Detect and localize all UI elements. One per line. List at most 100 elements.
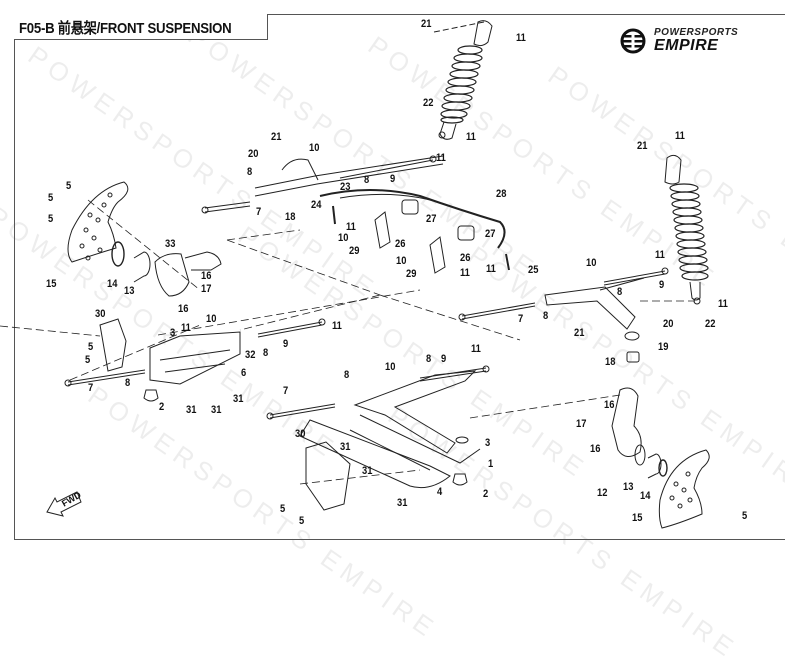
callout-15: 15 [632,512,643,524]
shock-absorber-rear-left [438,20,493,140]
callout-16: 16 [201,270,212,282]
callout-1: 1 [488,458,494,470]
callout-8: 8 [247,166,253,178]
callout-13: 13 [124,285,135,297]
callout-15: 15 [46,278,57,290]
callout-18: 18 [605,356,616,368]
brake-disc-right [658,449,710,529]
callout-10: 10 [586,257,597,269]
callout-5: 5 [280,503,286,515]
brand-logo: POWERSPORTS EMPIRE [618,28,738,54]
callout-10: 10 [309,142,320,154]
callout-11: 11 [655,249,665,261]
callout-20: 20 [663,318,674,330]
callout-8: 8 [263,347,269,359]
callout-10: 10 [385,361,396,373]
callout-20: 20 [248,148,259,160]
callout-3: 3 [485,437,491,449]
callout-16: 16 [590,443,601,455]
callout-5: 5 [299,515,305,527]
callout-10: 10 [338,232,349,244]
lower-a-arm-front [299,370,481,489]
callout-7: 7 [88,382,94,394]
callout-19: 19 [658,341,669,353]
callout-31: 31 [397,497,408,509]
callout-5: 5 [88,341,94,353]
forward-direction-arrow-icon [46,491,82,517]
callout-10: 10 [206,313,217,325]
callout-8: 8 [344,369,350,381]
callout-8: 8 [364,174,370,186]
callout-9: 9 [441,353,447,365]
callout-22: 22 [423,97,434,109]
callout-16: 16 [604,399,615,411]
callout-11: 11 [718,298,728,310]
callout-11: 11 [332,320,342,332]
callout-31: 31 [233,393,244,405]
callout-11: 11 [516,32,526,44]
skid-plate-right [305,441,351,511]
callout-8: 8 [617,286,623,298]
brake-disc-left [67,181,129,263]
callout-6: 6 [241,367,247,379]
callout-11: 11 [460,267,470,279]
callout-8: 8 [125,377,131,389]
callout-9: 9 [283,338,289,350]
callout-4: 4 [437,486,443,498]
callout-31: 31 [340,441,351,453]
callout-27: 27 [426,213,437,225]
callout-27: 27 [485,228,496,240]
callout-29: 29 [349,245,360,257]
hub-spacer-left [133,251,151,283]
callout-10: 10 [396,255,407,267]
callout-26: 26 [460,252,471,264]
logo-line2: EMPIRE [654,37,719,54]
callout-23: 23 [340,181,351,193]
callout-18: 18 [285,211,296,223]
callout-8: 8 [426,353,432,365]
callout-33: 33 [165,238,176,250]
callout-31: 31 [186,404,197,416]
callout-9: 9 [659,279,665,291]
callout-11: 11 [181,322,191,334]
callout-24: 24 [311,199,322,211]
callout-5: 5 [48,192,54,204]
upper-a-arm-right [544,277,645,330]
skid-plate-left [99,318,127,372]
callout-11: 11 [346,221,356,233]
callout-5: 5 [66,180,72,192]
callout-17: 17 [201,283,212,295]
callout-11: 11 [436,152,446,164]
callout-7: 7 [256,206,262,218]
exploded-view-drawing [0,20,710,529]
callout-25: 25 [528,264,539,276]
title-box [14,14,268,40]
callout-17: 17 [576,418,587,430]
callout-22: 22 [705,318,716,330]
callout-7: 7 [518,313,524,325]
callout-11: 11 [486,263,496,275]
callout-11: 11 [471,343,481,355]
callout-2: 2 [159,401,165,413]
steering-knuckle-right [611,387,642,457]
callout-14: 14 [107,278,118,290]
callout-16: 16 [178,303,189,315]
callout-13: 13 [623,481,634,493]
callout-5: 5 [85,354,91,366]
callout-3: 3 [170,327,176,339]
callout-9: 9 [390,173,396,185]
logo-line1: POWERSPORTS [654,27,739,38]
diagram-frame [14,14,785,540]
callout-5: 5 [742,510,748,522]
shock-absorber-front-right [664,154,709,305]
callout-2: 2 [483,488,489,500]
lower-a-arm-left [149,331,241,385]
callout-21: 21 [574,327,585,339]
steering-knuckle-left [154,253,190,297]
callout-31: 31 [211,404,222,416]
callout-21: 21 [637,140,648,152]
diagram-title: F05-B 前悬架/FRONT SUSPENSION [19,20,232,37]
callout-5: 5 [48,213,54,225]
callout-12: 12 [597,487,608,499]
callout-30: 30 [295,428,306,440]
